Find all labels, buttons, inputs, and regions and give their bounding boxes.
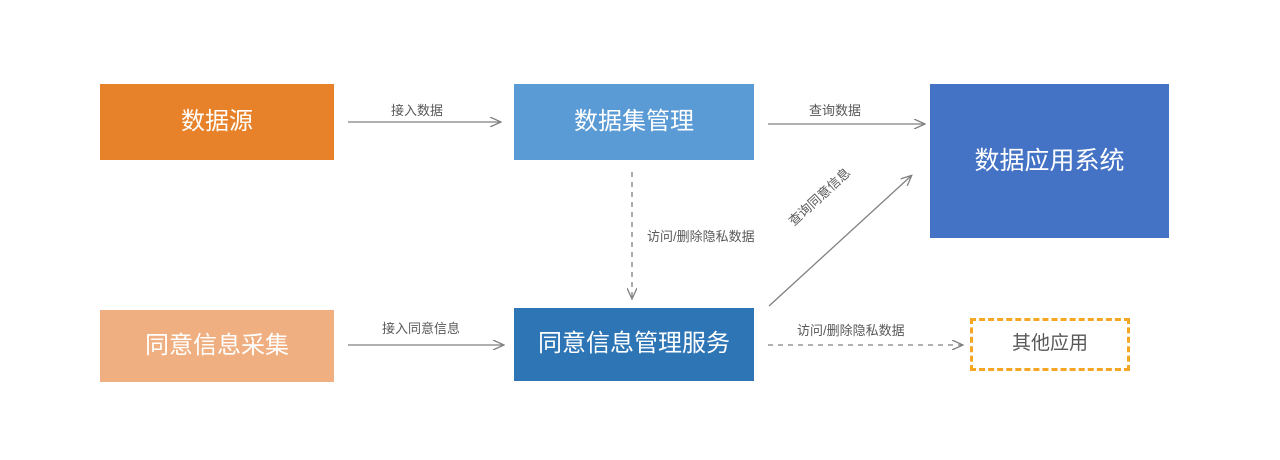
node-other-applications-label: 其他应用 — [1011, 333, 1088, 355]
edge-label-access-delete-private-data-horizontal: 访问/删除隐私数据 — [797, 323, 905, 338]
edge-label-query-data: 查询数据 — [809, 103, 862, 118]
node-consent-collection-label: 同意信息采集 — [145, 331, 289, 359]
node-data-source[interactable]: 数据源 — [100, 84, 334, 160]
edge-query-consent-line — [768, 176, 911, 307]
node-consent-management-service[interactable]: 同意信息管理服务 — [514, 308, 754, 381]
node-data-source-label: 数据源 — [181, 107, 253, 135]
edge-label-access-delete-private-data-vertical: 访问/删除隐私数据 — [647, 229, 755, 244]
node-dataset-management-label: 数据集管理 — [574, 107, 694, 135]
node-consent-collection[interactable]: 同意信息采集 — [100, 310, 334, 382]
node-consent-management-service-label: 同意信息管理服务 — [538, 330, 730, 358]
node-dataset-management[interactable]: 数据集管理 — [514, 84, 754, 160]
node-data-application-system[interactable]: 数据应用系统 — [930, 84, 1169, 238]
node-other-applications[interactable]: 其他应用 — [970, 318, 1130, 371]
edge-label-ingest-consent: 接入同意信息 — [382, 321, 461, 336]
edge-label-ingest-data: 接入数据 — [391, 103, 444, 118]
node-data-application-system-label: 数据应用系统 — [974, 147, 1125, 175]
